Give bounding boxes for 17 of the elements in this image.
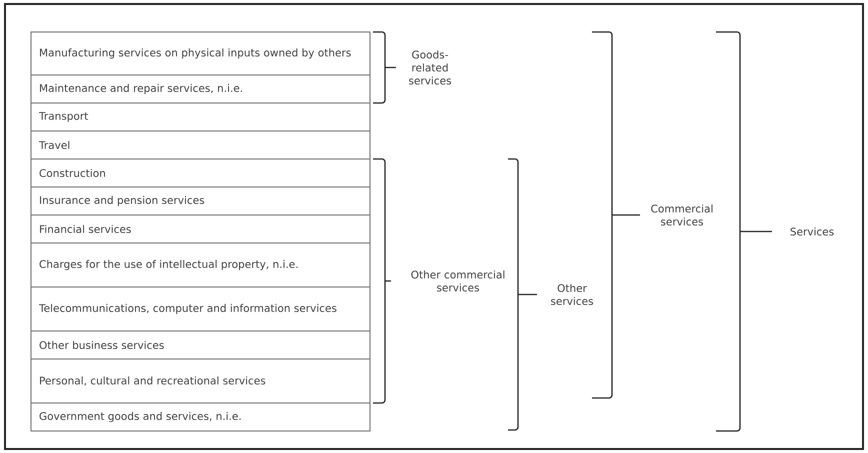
table-row: Telecommunications, computer and information services [30, 286, 370, 332]
group-label: Commercial services [651, 204, 712, 226]
group-label: Other commercial services [411, 270, 504, 292]
table-row: Insurance and pension services [30, 186, 370, 216]
table-row: Maintenance and repair services, n.i.e. [30, 74, 370, 104]
group-label: Goods-related services [409, 50, 452, 85]
table-row: Travel [30, 130, 370, 160]
table-row: Construction [30, 158, 370, 188]
group-label: Other services [551, 284, 594, 306]
table-row: Charges for the use of intellectual property, n.i.e. [30, 242, 370, 288]
table-row: Manufacturing services on physical inputs owned by others [30, 32, 370, 76]
table-row: Transport [30, 102, 370, 132]
table-row: Financial services [30, 214, 370, 244]
group-label: Services [790, 227, 834, 236]
table-row: Personal, cultural and recreational services [30, 358, 370, 404]
table-row: Government goods and services, n.i.e. [30, 402, 370, 432]
table-row: Other business services [30, 330, 370, 360]
